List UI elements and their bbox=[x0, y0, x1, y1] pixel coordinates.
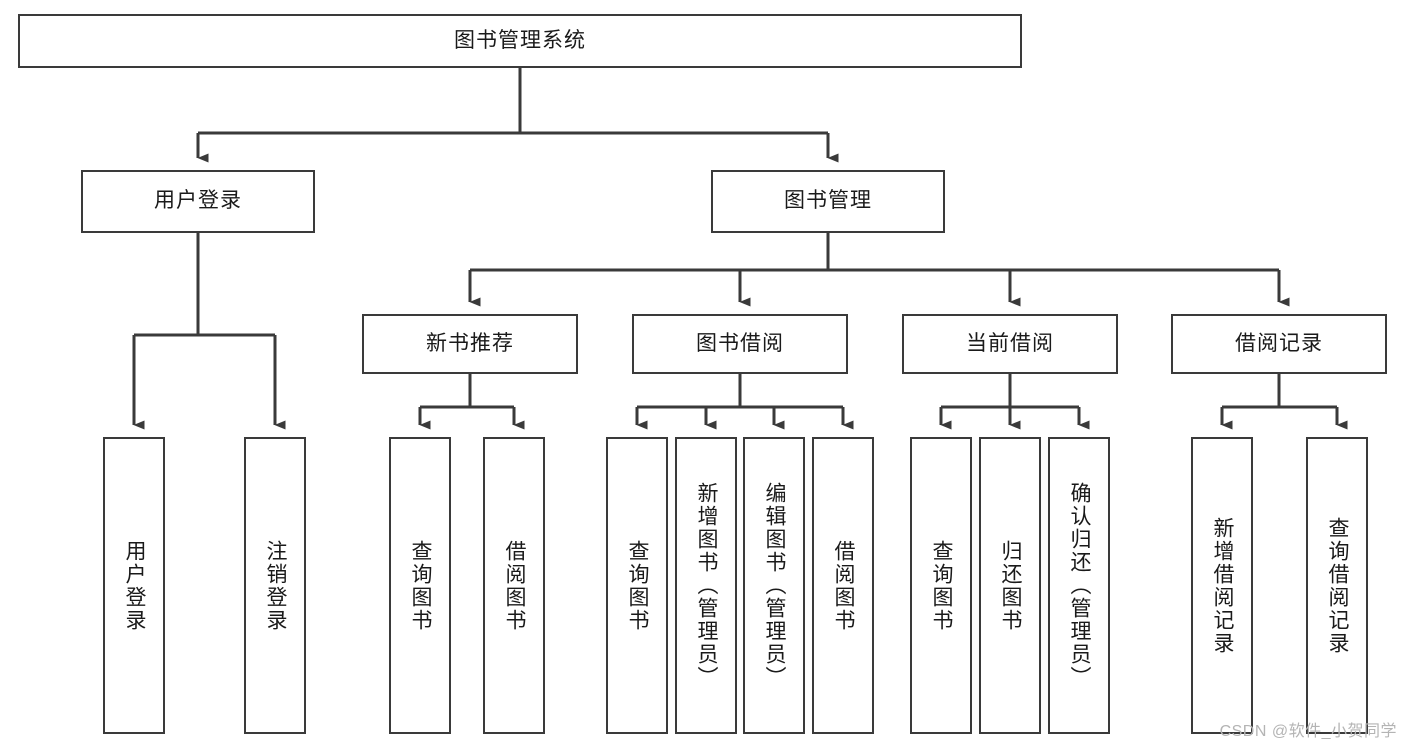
leaf-user-login[interactable]: 用户登录 bbox=[103, 437, 165, 734]
node-label: 借阅图书 bbox=[832, 539, 856, 632]
watermark-text: CSDN @软件_小贺同学 bbox=[1219, 723, 1397, 740]
leaf-query-book-borrow[interactable]: 查询图书 bbox=[606, 437, 668, 734]
node-label: 借阅记录 bbox=[1235, 331, 1323, 355]
leaf-add-borrow-record[interactable]: 新增借阅记录 bbox=[1191, 437, 1253, 734]
node-label: 当前借阅 bbox=[966, 331, 1054, 355]
node-label: 图书管理 bbox=[784, 189, 872, 213]
leaf-query-borrow-record[interactable]: 查询借阅记录 bbox=[1306, 437, 1368, 734]
leaf-return-book[interactable]: 归还图书 bbox=[979, 437, 1041, 734]
leaf-query-book-current[interactable]: 查询图书 bbox=[910, 437, 972, 734]
node-label: 确认归还（管理员） bbox=[1068, 482, 1092, 689]
node-label: 查询借阅记录 bbox=[1326, 516, 1350, 655]
node-label: 用户登录 bbox=[154, 189, 242, 213]
leaf-borrow-book-recommend[interactable]: 借阅图书 bbox=[483, 437, 545, 734]
node-label: 图书借阅 bbox=[696, 331, 784, 355]
node-label: 注销登录 bbox=[264, 539, 288, 632]
node-label: 借阅图书 bbox=[503, 539, 527, 632]
node-label: 查询图书 bbox=[930, 539, 954, 632]
node-label: 新增借阅记录 bbox=[1211, 516, 1235, 655]
leaf-add-book-admin[interactable]: 新增图书（管理员） bbox=[675, 437, 737, 734]
node-label: 编辑图书（管理员） bbox=[763, 482, 787, 689]
node-new-book-recommend[interactable]: 新书推荐 bbox=[362, 314, 578, 374]
leaf-borrow-book[interactable]: 借阅图书 bbox=[812, 437, 874, 734]
node-label: 图书管理系统 bbox=[454, 28, 586, 52]
node-label: 查询图书 bbox=[409, 539, 433, 632]
node-user-login[interactable]: 用户登录 bbox=[81, 170, 315, 233]
node-root-system[interactable]: 图书管理系统 bbox=[18, 14, 1022, 68]
leaf-edit-book-admin[interactable]: 编辑图书（管理员） bbox=[743, 437, 805, 734]
leaf-user-logout[interactable]: 注销登录 bbox=[244, 437, 306, 734]
node-label: 新书推荐 bbox=[426, 331, 514, 355]
leaf-query-book-recommend[interactable]: 查询图书 bbox=[389, 437, 451, 734]
node-label: 新增图书（管理员） bbox=[695, 482, 719, 689]
node-label: 用户登录 bbox=[123, 539, 147, 632]
node-label: 查询图书 bbox=[626, 539, 650, 632]
node-borrow-record[interactable]: 借阅记录 bbox=[1171, 314, 1387, 374]
node-label: 归还图书 bbox=[999, 539, 1023, 632]
node-book-management[interactable]: 图书管理 bbox=[711, 170, 945, 233]
node-current-borrow[interactable]: 当前借阅 bbox=[902, 314, 1118, 374]
leaf-confirm-return-admin[interactable]: 确认归还（管理员） bbox=[1048, 437, 1110, 734]
node-book-borrow[interactable]: 图书借阅 bbox=[632, 314, 848, 374]
